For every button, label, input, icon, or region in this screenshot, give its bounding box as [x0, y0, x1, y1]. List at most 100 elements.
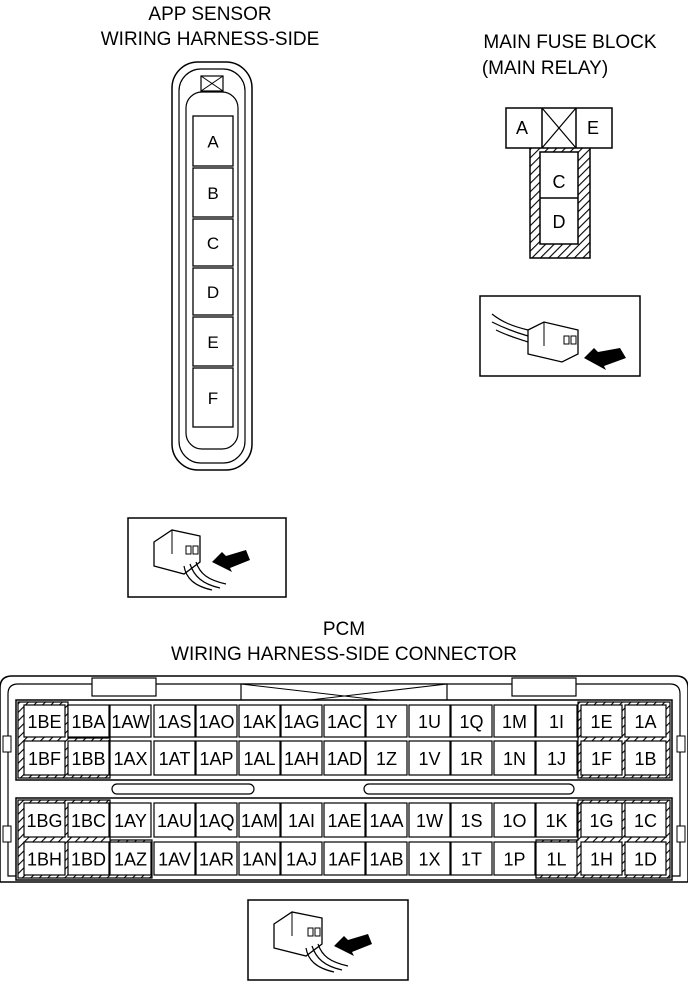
- pcm-pin-label: 1AA: [369, 811, 403, 831]
- pcm-pin-cell: [280, 802, 323, 838]
- fuse-pin-a: A: [516, 118, 528, 138]
- app-pin-cell: [192, 167, 234, 218]
- app-pin-label: F: [208, 389, 218, 408]
- pcm-pin-label: 1BB: [71, 749, 105, 769]
- main-fuse-block-title-line1: MAIN FUSE BLOCK: [483, 32, 657, 53]
- app-pin-label: D: [207, 283, 219, 302]
- pcm-pin-cell: [23, 802, 66, 838]
- pcm-pin-label: 1K: [545, 811, 567, 831]
- pcm-pin-label: 1AK: [242, 712, 276, 732]
- app-sensor-connector: A B C D E F: [171, 61, 253, 471]
- pcm-pin-cell: [109, 704, 152, 738]
- pcm-pin-cell: [493, 740, 536, 776]
- pcm-pin-label: 1AP: [199, 749, 233, 769]
- app-pin-cell: [192, 218, 234, 267]
- pcm-pin-cell: [580, 841, 623, 876]
- pcm-pin-cell: [23, 704, 66, 738]
- fuse-pin-d: D: [553, 212, 566, 232]
- app-pin-cell: [192, 267, 234, 316]
- pcm-pin-cell: [535, 740, 578, 776]
- pcm-pin-label: 1AL: [243, 749, 275, 769]
- pcm-pin-cell: [153, 841, 196, 876]
- app-pin-label: B: [207, 184, 218, 203]
- pcm-pin-label: 1O: [502, 811, 526, 831]
- pcm-pin-cell: [493, 841, 536, 876]
- connector-view-icon: [127, 517, 287, 598]
- pcm-pin-cell: [323, 802, 366, 838]
- pcm-pin-label: 1V: [418, 749, 440, 769]
- pcm-pin-label: 1BH: [27, 850, 62, 870]
- connector-view-icon: [247, 899, 409, 981]
- pcm-pin-cell: [624, 802, 667, 838]
- connector-view-icon: [479, 295, 641, 377]
- pcm-pin-label: 1H: [590, 850, 613, 870]
- pcm-pin-cell: [195, 704, 238, 738]
- pcm-pin-cell: [365, 802, 408, 838]
- pcm-pin-cell: [580, 802, 623, 838]
- pcm-pin-cell: [535, 704, 578, 738]
- pcm-pin-label: 1AT: [159, 749, 191, 769]
- pcm-pin-cell: [23, 740, 66, 776]
- pcm-pin-label: 1A: [634, 712, 656, 732]
- pcm-pin-label: 1AM: [241, 811, 278, 831]
- pcm-pin-cell: [580, 740, 623, 776]
- main-fuse-block-title-line2: (MAIN RELAY): [481, 58, 609, 79]
- pcm-pin-cell: [323, 841, 366, 876]
- pcm-pin-label: 1AS: [157, 712, 191, 732]
- pcm-pin-cell: [535, 841, 578, 876]
- pcm-pin-label: 1AE: [327, 811, 361, 831]
- app-pin-label: A: [207, 133, 219, 152]
- pcm-pin-cell: [493, 704, 536, 738]
- pcm-pin-label: 1D: [634, 850, 657, 870]
- pcm-pin-cell: [109, 841, 152, 876]
- app-pin-cell: [192, 367, 234, 428]
- app-pin-label: E: [207, 333, 218, 352]
- pcm-pin-cell: [238, 841, 281, 876]
- pcm-pin-cell: [153, 802, 196, 838]
- pcm-pin-label: 1AN: [242, 850, 277, 870]
- pcm-pin-cell: [450, 704, 493, 738]
- pcm-pin-label: 1BA: [71, 712, 105, 732]
- pcm-pin-label: 1R: [460, 749, 483, 769]
- pcm-pin-cell: [450, 841, 493, 876]
- pcm-pin-label: 1M: [502, 712, 527, 732]
- pcm-pin-cell: [365, 704, 408, 738]
- pcm-pin-label: 1AV: [158, 850, 191, 870]
- pcm-pin-cell: [280, 740, 323, 776]
- fuse-pin-c: C: [553, 172, 566, 192]
- pcm-pin-label: 1G: [589, 811, 613, 831]
- pcm-pin-label: 1AF: [328, 850, 361, 870]
- app-pin-label: C: [207, 234, 219, 253]
- pcm-pin-cell: [238, 740, 281, 776]
- pcm-pin-label: 1AU: [157, 811, 192, 831]
- pcm-pin-label: 1W: [416, 811, 443, 831]
- pcm-pin-label: 1T: [461, 850, 482, 870]
- pcm-pin-label: 1J: [547, 749, 566, 769]
- pcm-pin-cell: [365, 841, 408, 876]
- pcm-pin-cell: [408, 704, 451, 738]
- pcm-pin-cell: [23, 841, 66, 876]
- pcm-pin-label: 1BG: [26, 811, 62, 831]
- pcm-pin-label: 1AG: [283, 712, 319, 732]
- pcm-pin-cell: [624, 704, 667, 738]
- pcm-pin-label: 1AR: [199, 850, 234, 870]
- app-sensor-title-line2: WIRING HARNESS-SIDE: [100, 29, 320, 50]
- pcm-pin-cell: [535, 802, 578, 838]
- pcm-pin-label: 1AY: [114, 811, 147, 831]
- pcm-pin-cell: [493, 802, 536, 838]
- pcm-pin-cell: [67, 841, 110, 876]
- pcm-pin-label: 1U: [418, 712, 441, 732]
- pcm-pin-label: 1AX: [113, 749, 147, 769]
- pcm-pin-label: 1Y: [375, 712, 397, 732]
- app-pin-cell: [192, 316, 234, 367]
- pcm-pin-label: 1AZ: [114, 850, 147, 870]
- pcm-pin-cell: [280, 841, 323, 876]
- pcm-pin-label: 1AJ: [286, 850, 317, 870]
- pcm-pin-cell: [323, 740, 366, 776]
- pcm-pin-label: 1X: [418, 850, 440, 870]
- pcm-pin-cell: [238, 802, 281, 838]
- pcm-pin-label: 1BE: [27, 712, 61, 732]
- pcm-pin-label: 1C: [634, 811, 657, 831]
